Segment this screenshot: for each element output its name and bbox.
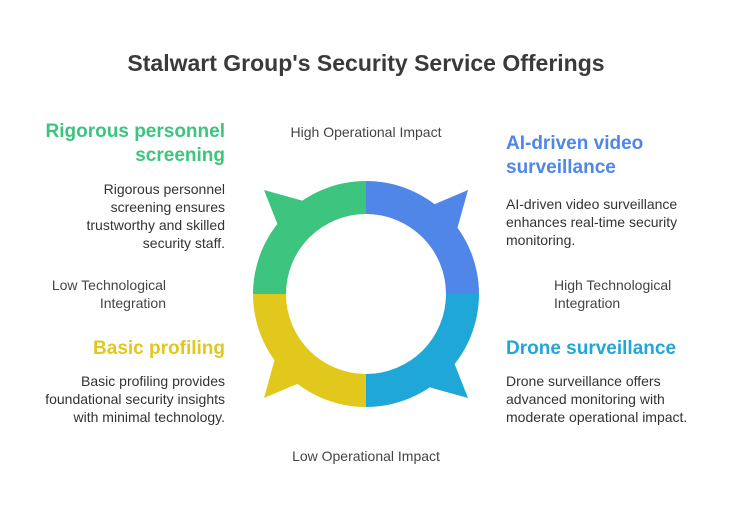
quadrant-description-top-left: Rigorous personnel screening ensures tru…: [86, 181, 225, 251]
quadrant-heading-bottom-right: Drone surveillance: [506, 338, 677, 359]
segment-bottom-left: [253, 294, 366, 407]
segment-top-left: [253, 181, 366, 294]
diagram-title: Stalwart Group's Security Service Offeri…: [127, 50, 605, 76]
axis-label-left: Low Technological Integration: [51, 277, 166, 311]
ring-segment-bottom-left: [253, 294, 366, 407]
quadrant-heading-bottom-left: Basic profiling: [93, 338, 225, 359]
quadrant-description-top-right: AI-driven video surveillance enhances re…: [506, 196, 678, 248]
quadrant-heading-top-left: Rigorous personnel screening: [45, 121, 225, 166]
axis-label-bottom: Low Operational Impact: [292, 448, 440, 464]
segment-top-right: [366, 181, 479, 294]
quadrant-description-bottom-right: Drone surveillance offers advanced monit…: [506, 373, 688, 425]
ring-segment-top-left: [253, 181, 366, 294]
axis-label-right: High Technological Integration: [554, 277, 672, 311]
quadrant-description-bottom-left: Basic profiling provides foundational se…: [45, 373, 225, 425]
ring-segment-bottom-right: [366, 294, 479, 407]
ring-segment-top-right: [366, 181, 479, 294]
arrow-head-bottom-left: [264, 326, 330, 398]
axis-label-top: High Operational Impact: [290, 124, 442, 140]
arrow-head-top-left: [264, 190, 336, 256]
arrow-head-top-right: [402, 190, 468, 262]
arrow-head-bottom-right: [396, 332, 468, 398]
quadrant-heading-top-right: AI-driven video surveillance: [506, 133, 644, 178]
segment-bottom-right: [366, 294, 479, 407]
